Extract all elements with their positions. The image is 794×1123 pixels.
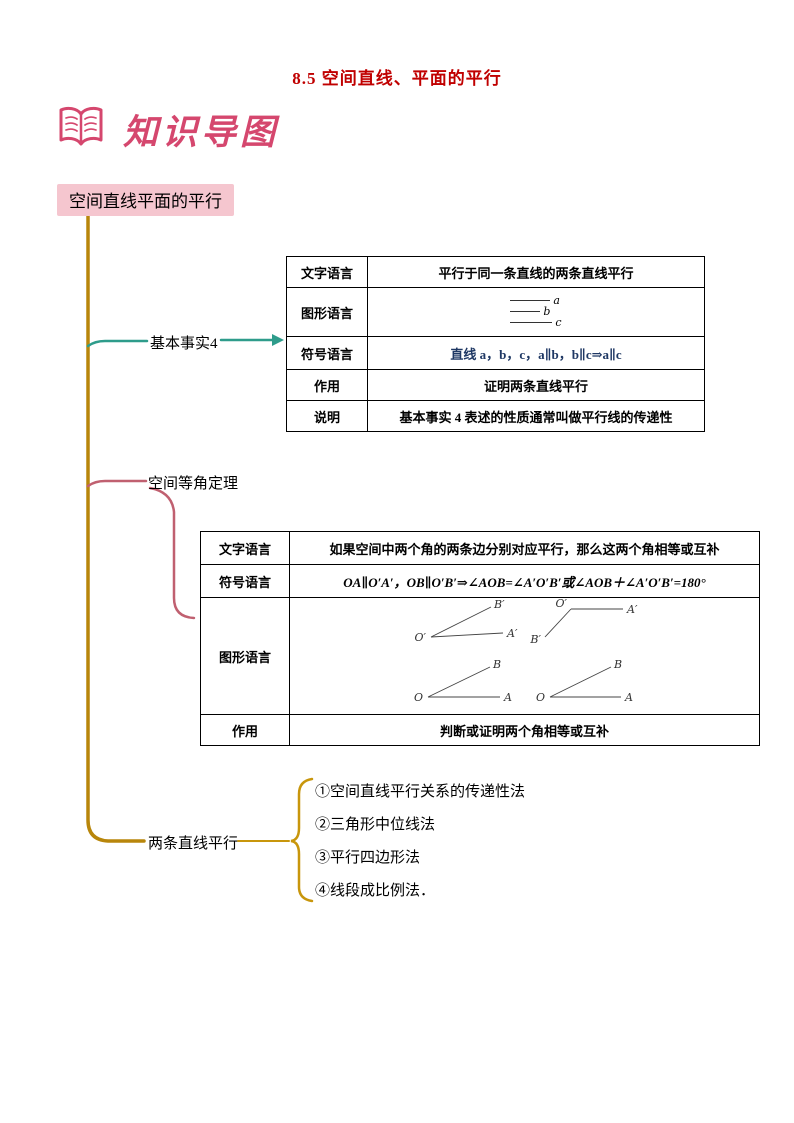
branch2-line-curve bbox=[148, 486, 196, 620]
branch3-brace bbox=[290, 777, 314, 903]
basic-fact-table: 文字语言 平行于同一条直线的两条直线平行 图形语言 a b c 符号语言 直线 … bbox=[286, 256, 705, 432]
table-row: 文字语言 平行于同一条直线的两条直线平行 bbox=[286, 256, 705, 288]
equal-angle-table: 文字语言 如果空间中两个角的两条边分别对应平行，那么这两个角相等或互补 符号语言… bbox=[200, 531, 760, 746]
row-value-cell: 平行于同一条直线的两条直线平行 bbox=[367, 256, 705, 288]
line-a-label: a bbox=[553, 293, 560, 307]
method-item-2: ②三角形中位线法 bbox=[315, 817, 436, 833]
knowledge-map-heading: 知识导图 bbox=[55, 104, 279, 155]
method-item-4: ④线段成比例法． bbox=[315, 883, 436, 899]
row-label-cell: 图形语言 bbox=[200, 597, 290, 715]
row-label-cell: 说明 bbox=[286, 400, 368, 432]
mind-map-root-node: 空间直线平面的平行 bbox=[57, 184, 234, 216]
row-value-cell: a b c bbox=[367, 287, 705, 337]
node-basic-fact-4: 基本事实4 bbox=[150, 336, 218, 352]
table-row: 作用 判断或证明两个角相等或互补 bbox=[200, 714, 760, 746]
table-row: 图形语言 O′ A′ B′ O′ A′ B′ bbox=[200, 597, 760, 715]
node-equal-angle-theorem: 空间等角定理 bbox=[148, 476, 239, 492]
row-label-cell: 作用 bbox=[286, 369, 368, 401]
row-label-cell: 符号语言 bbox=[286, 336, 368, 370]
branch1-arrowhead bbox=[272, 334, 284, 346]
ray-label: B bbox=[613, 658, 622, 671]
row-label-cell: 作用 bbox=[200, 714, 290, 746]
line-c-label: c bbox=[555, 315, 562, 329]
ray-label: B′ bbox=[493, 599, 505, 611]
table-row: 符号语言 OA∥O′A′，OB∥O′B′⇒∠AOB=∠A′O′B′或∠AOB＋∠… bbox=[200, 564, 760, 598]
trunk-line bbox=[86, 210, 146, 843]
method-item-3: ③平行四边形法 bbox=[315, 850, 421, 866]
row-value-cell: 基本事实 4 表述的性质通常叫做平行线的传递性 bbox=[367, 400, 705, 432]
vertex-label: O bbox=[536, 691, 545, 704]
branch2-line-left bbox=[86, 479, 148, 488]
row-value-cell: 直线 a，b，c，a∥b，b∥c⇒a∥c bbox=[367, 336, 705, 370]
row-label-cell: 文字语言 bbox=[286, 256, 368, 288]
ray-label: A bbox=[624, 691, 633, 704]
open-book-icon bbox=[55, 104, 107, 155]
knowledge-map-heading-text: 知识导图 bbox=[123, 112, 280, 153]
row-label-cell: 文字语言 bbox=[200, 531, 290, 565]
row-value-cell: O′ A′ B′ O′ A′ B′ O A B bbox=[289, 597, 760, 715]
vertex-label: O′ bbox=[555, 599, 567, 610]
table-row: 文字语言 如果空间中两个角的两条边分别对应平行，那么这两个角相等或互补 bbox=[200, 531, 760, 565]
line-b-label: b bbox=[543, 304, 551, 318]
table-row: 说明 基本事实 4 表述的性质通常叫做平行线的传递性 bbox=[286, 400, 705, 432]
ray-label: A′ bbox=[626, 603, 638, 616]
ray-label: A′ bbox=[506, 627, 518, 640]
vertex-label: O′ bbox=[414, 631, 426, 644]
row-value-cell: 如果空间中两个角的两条边分别对应平行，那么这两个角相等或互补 bbox=[289, 531, 760, 565]
ray-label: B′ bbox=[529, 633, 541, 646]
node-two-lines-parallel: 两条直线平行 bbox=[148, 836, 239, 852]
page-title: 8.5 空间直线、平面的平行 bbox=[292, 69, 502, 88]
vertex-label: O bbox=[414, 691, 423, 704]
row-value-cell: OA∥O′A′，OB∥O′B′⇒∠AOB=∠A′O′B′或∠AOB＋∠A′O′B… bbox=[289, 564, 760, 598]
table-row: 作用 证明两条直线平行 bbox=[286, 369, 705, 401]
ray-label: B bbox=[492, 658, 501, 671]
row-label-cell: 符号语言 bbox=[200, 564, 290, 598]
table-row: 符号语言 直线 a，b，c，a∥b，b∥c⇒a∥c bbox=[286, 336, 705, 370]
ray-label: A bbox=[503, 691, 512, 704]
parallel-lines-figure: a b c bbox=[510, 293, 562, 329]
row-label-cell: 图形语言 bbox=[286, 287, 368, 337]
method-item-1: ①空间直线平行关系的传递性法 bbox=[315, 784, 526, 800]
angle-figures: O′ A′ B′ O′ A′ B′ O A B bbox=[414, 599, 638, 705]
table-row: 图形语言 a b c bbox=[286, 287, 705, 337]
branch1-line-left bbox=[86, 339, 149, 348]
row-value-cell: 判断或证明两个角相等或互补 bbox=[289, 714, 760, 746]
row-value-cell: 证明两条直线平行 bbox=[367, 369, 705, 401]
